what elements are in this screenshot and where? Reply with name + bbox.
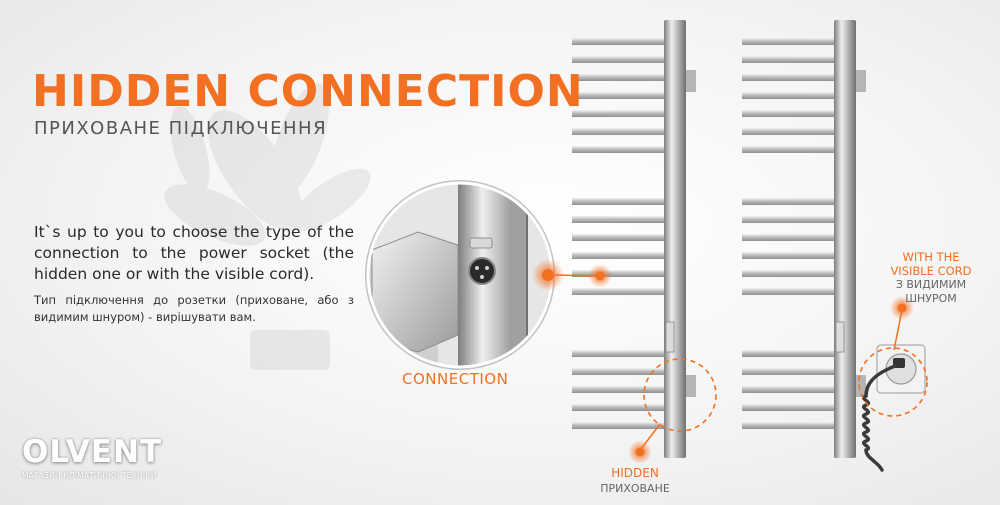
control-panel-left: [665, 321, 675, 353]
wall-bracket-top-right: [856, 70, 866, 92]
cord-label-ua-line1: З ВИДИМИМ: [895, 278, 967, 291]
coiled-cord: [862, 364, 897, 472]
hidden-label-en: HIDDEN: [611, 466, 659, 480]
visible-cord-label-block: WITH THE VISIBLE CORD З ВИДИМИМ ШНУРОМ: [876, 250, 986, 306]
control-panel-right: [835, 321, 845, 353]
cord-highlight-ring: [858, 347, 928, 417]
cord-label-en-line1: WITH THE: [902, 250, 960, 264]
page-subtitle: ПРИХОВАНЕ ПІДКЛЮЧЕННЯ: [34, 118, 328, 139]
cord-label-en-line2: VISIBLE CORD: [890, 264, 972, 278]
page-title: HIDDEN CONNECTION: [32, 66, 584, 117]
towel-rail-visible-cord: [742, 20, 866, 458]
rail-post-left: [664, 20, 686, 458]
connection-label: CONNECTION: [402, 370, 509, 388]
connection-zoom: [365, 180, 555, 370]
rail-bars-right: [742, 38, 842, 429]
hidden-highlight-ring: [643, 358, 717, 432]
olvent-logo: OLVENT МАГАЗИН КЛІМАТИЧНОЇ ТЕХНІКИ: [22, 434, 162, 480]
logo-wordmark: OLVENT: [22, 434, 163, 470]
cord-label-ua-line2: ШНУРОМ: [905, 292, 957, 305]
description-english: It`s up to you to choose the type of the…: [34, 223, 354, 283]
background-plant: [164, 83, 371, 370]
wall-bracket-top-left: [686, 70, 696, 92]
wall-bracket-bottom-right: [856, 375, 866, 397]
rail-post-right: [834, 20, 856, 458]
description-ukrainian: Тип підключення до розетки (приховане, а…: [34, 293, 354, 324]
towel-rail-hidden: [572, 20, 696, 458]
connector-socket-icon: [468, 257, 496, 285]
rail-bars-left: [572, 38, 672, 429]
hidden-label-ua: ПРИХОВАНЕ: [600, 482, 670, 495]
logo-tagline: МАГАЗИН КЛІМАТИЧНОЇ ТЕХНІКИ: [22, 471, 157, 480]
hidden-label-block: HIDDEN ПРИХОВАНЕ: [590, 466, 680, 495]
wall-bracket-bottom-left: [686, 375, 696, 397]
